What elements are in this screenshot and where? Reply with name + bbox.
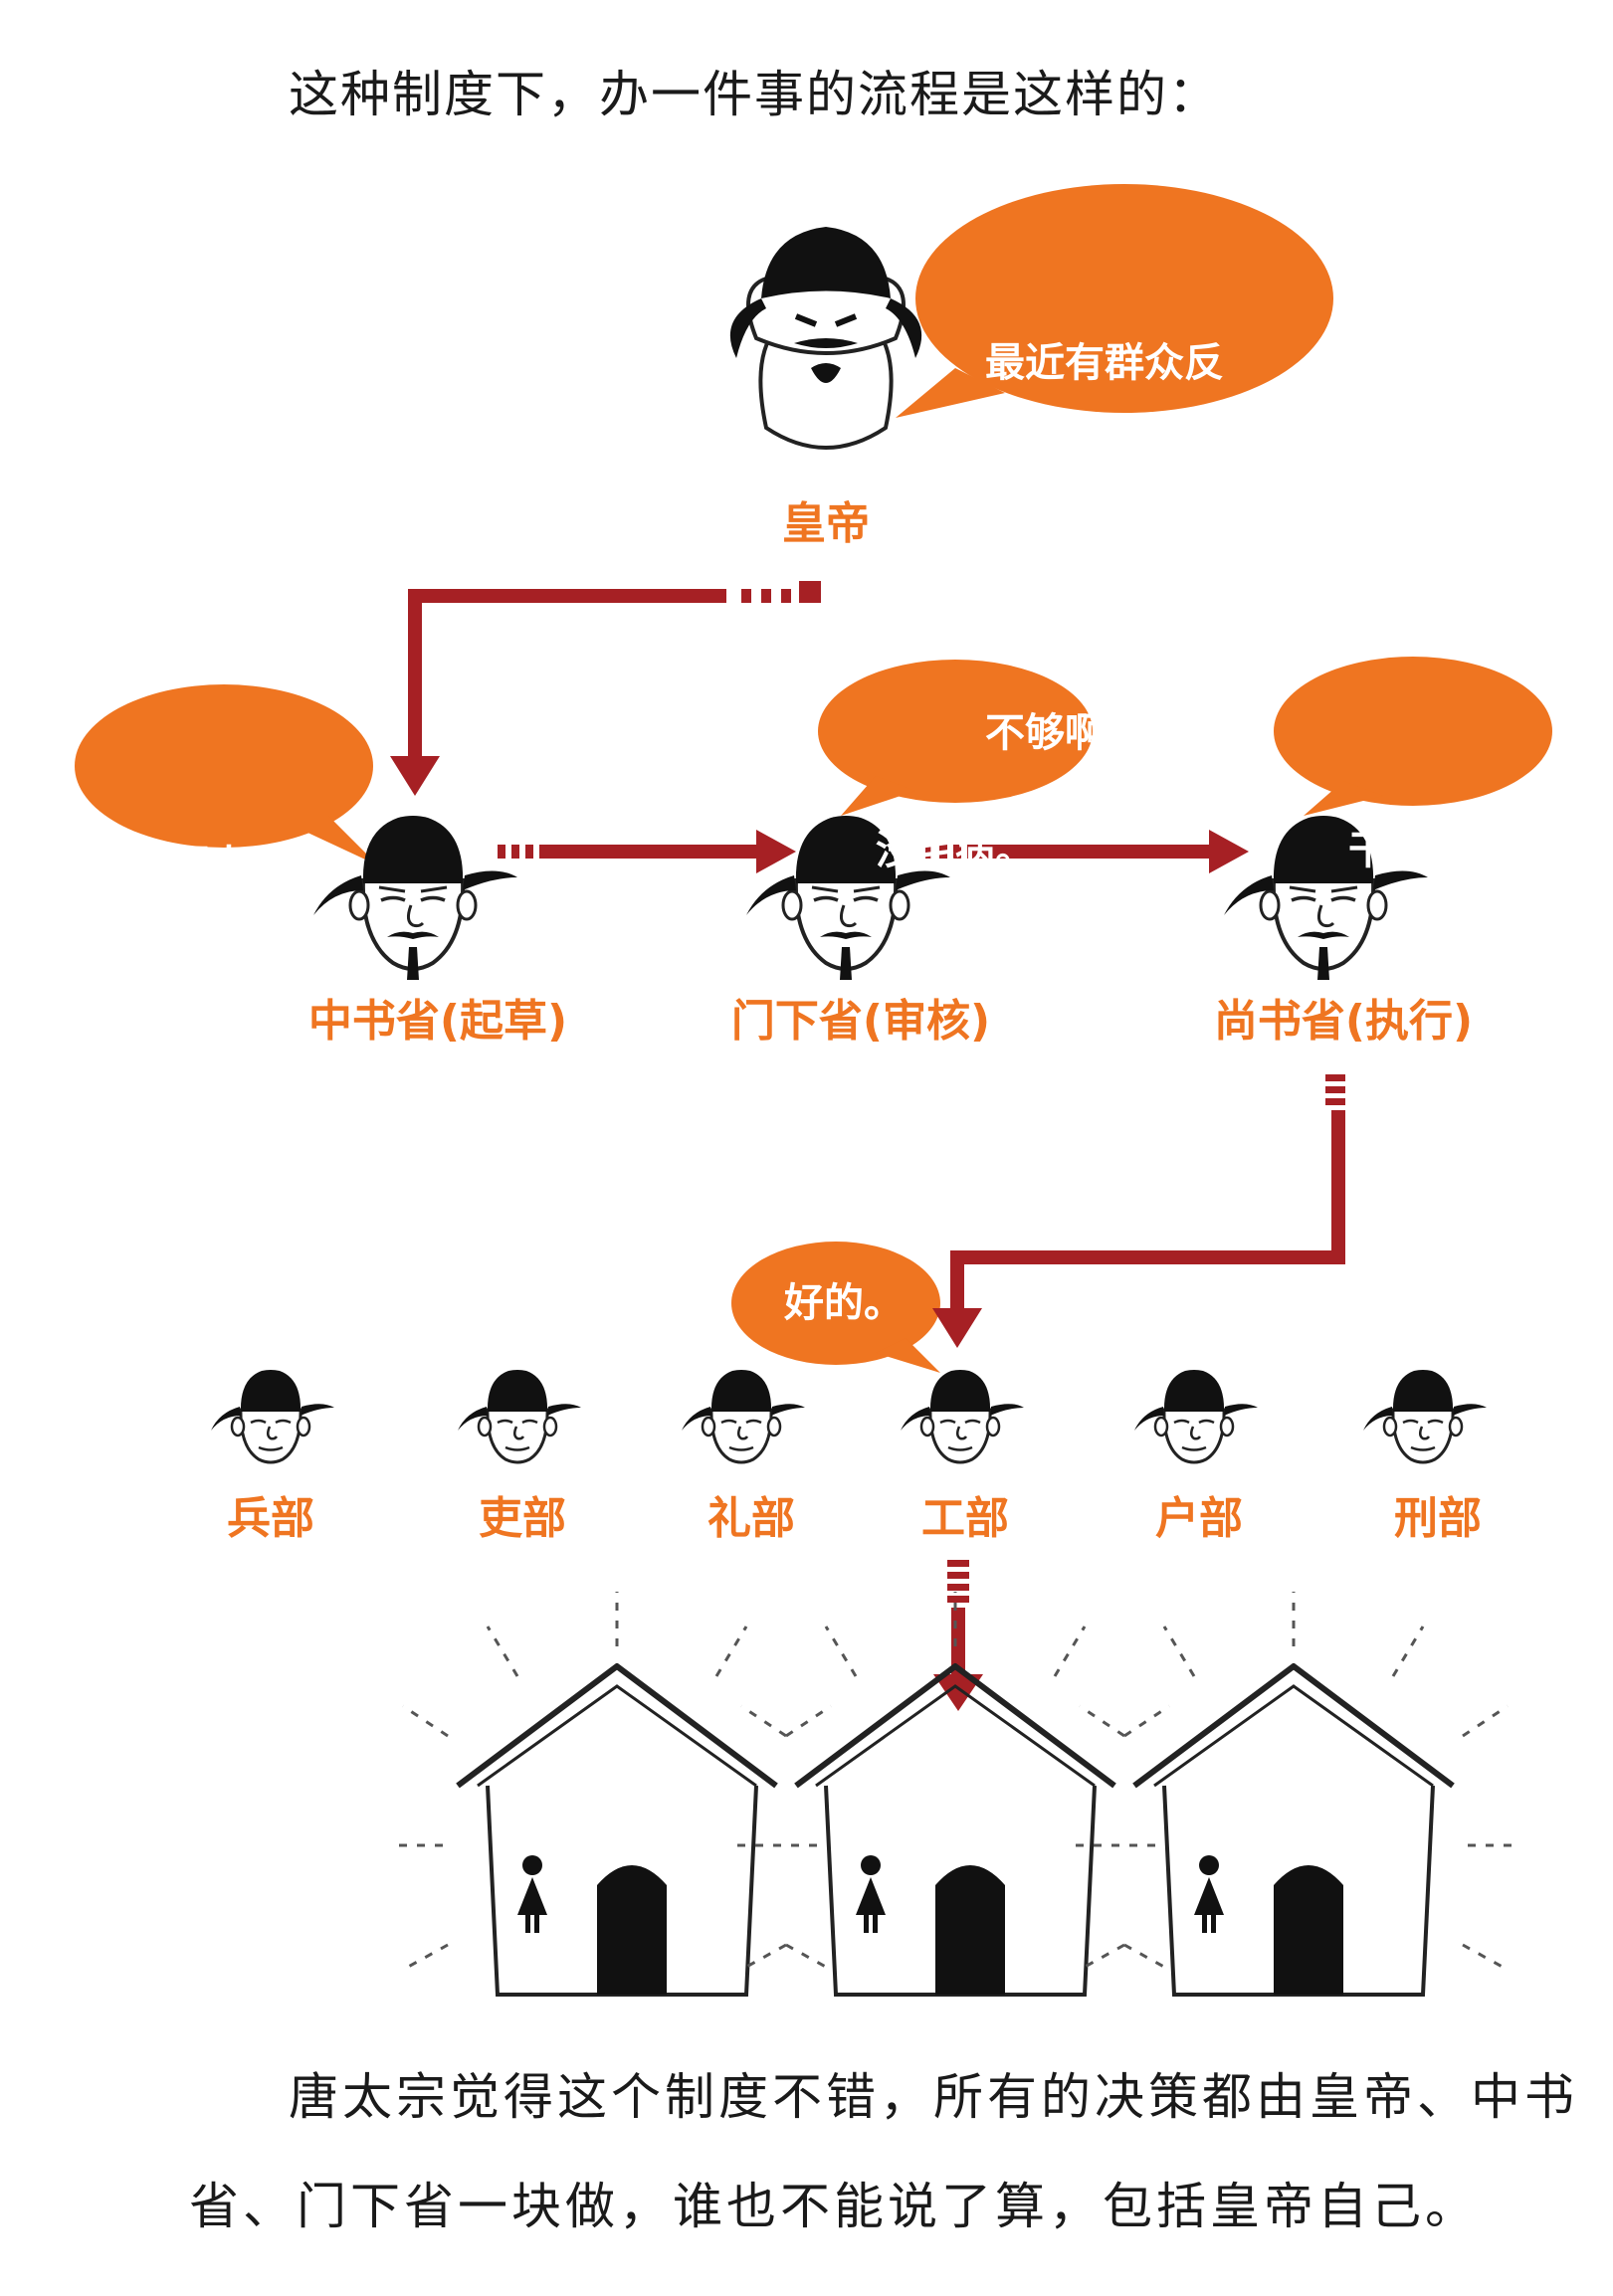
department-speech-line: 干干干！ — [1348, 828, 1508, 873]
arrows — [390, 581, 1345, 1711]
ministry-label-works: 工部 — [921, 1493, 1009, 1544]
ministry-official-rites — [680, 1368, 807, 1464]
ministry-label-rites: 礼部 — [707, 1493, 795, 1544]
ministry-official-personnel — [456, 1368, 583, 1464]
secretariat-speech: 男厕太多， 增加女厕！ — [129, 716, 328, 1134]
chancellery-speech-bubble — [818, 660, 1093, 816]
secretariat-label: 中书省(起草) — [307, 996, 568, 1047]
emperor-speech-bubble — [896, 184, 1333, 418]
emperor-label: 皇帝 — [782, 498, 870, 549]
ministry-label-justice: 刑部 — [1394, 1493, 1482, 1544]
department-label: 尚书省(执行) — [1213, 996, 1474, 1047]
ministry-official-revenue — [1132, 1368, 1260, 1464]
emperor-speech-line: 最近有群众反 — [985, 340, 1224, 386]
ministry-official-war — [209, 1368, 336, 1464]
emperor-speech-line: 映，景点女厕 — [985, 525, 1224, 571]
emperor-speech-line: 不够啊！ — [985, 710, 1144, 756]
ministry-official-works — [899, 1368, 1026, 1464]
department-speech-bubble — [1274, 657, 1552, 816]
secretariat-speech-bubble — [75, 684, 378, 865]
works-speech-bubble — [731, 1242, 940, 1373]
chancellery-speech: 没毛病。 — [876, 701, 1035, 940]
toilet-building-3 — [1075, 1592, 1512, 1995]
conclusion-line-1: 唐太宗觉得这个制度不错，所有的决策都由皇帝、中书 — [289, 2068, 1578, 2126]
emperor-speech: 最近有群众反 映，景点女厕 不够啊！ — [985, 209, 1224, 826]
conclusion-line-2: 省、门下省一块做，谁也不能说了算，包括皇帝自己。 — [189, 2178, 1479, 2235]
ministry-official-justice — [1361, 1368, 1489, 1464]
ministry-label-revenue: 户部 — [1155, 1493, 1243, 1544]
toilet-building-1 — [398, 1592, 836, 1995]
secretariat-speech-line: 增加女厕！ — [129, 1022, 328, 1067]
ministry-label-war: 兵部 — [227, 1493, 314, 1544]
chancellery-speech-line: 没毛病。 — [876, 828, 1035, 873]
secretariat-speech-line: 男厕太多， — [129, 843, 328, 888]
intro-text: 这种制度下，办一件事的流程是这样的： — [289, 66, 1220, 123]
emperor-figure — [729, 227, 922, 450]
chancellery-label: 门下省(审核) — [730, 996, 991, 1047]
department-speech: 干干干！ — [1348, 701, 1508, 940]
ministry-label-personnel: 吏部 — [479, 1493, 566, 1544]
works-speech: 好的。 — [784, 1280, 904, 1326]
